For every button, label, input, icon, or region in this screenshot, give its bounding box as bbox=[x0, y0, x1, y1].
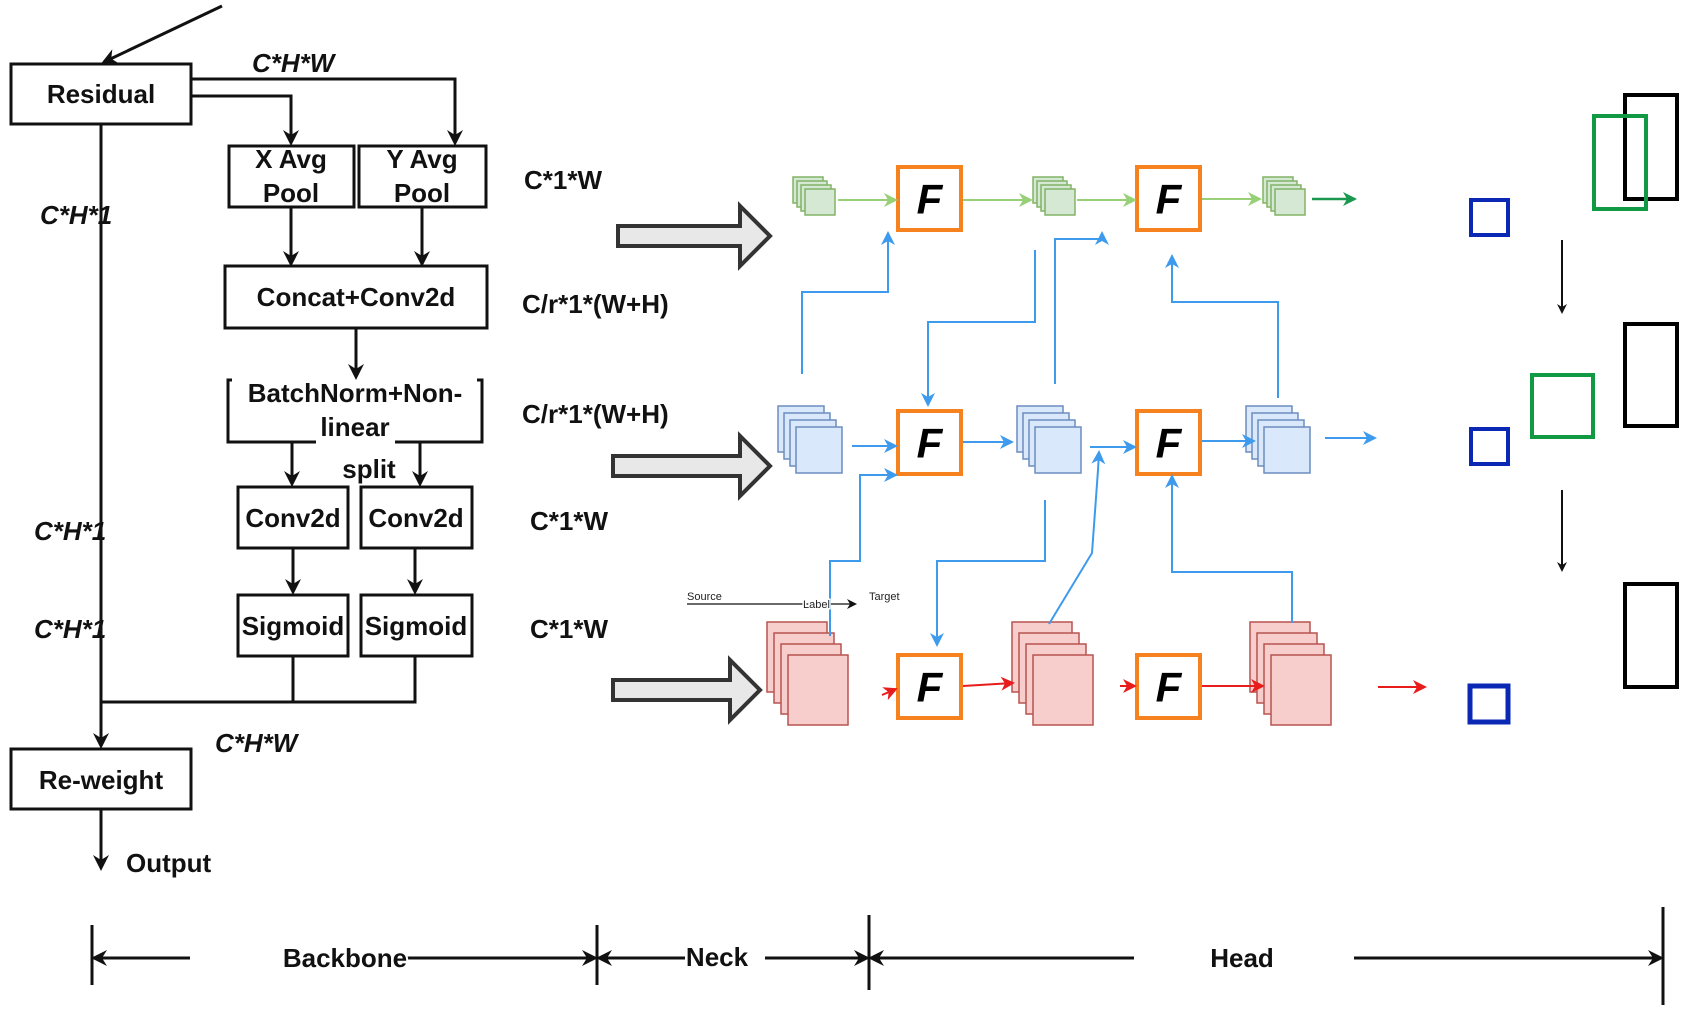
connector-mid-to-top-1 bbox=[801, 231, 895, 374]
connector-mid-to-top-2 bbox=[1054, 231, 1109, 384]
red-arrow-2 bbox=[962, 676, 1015, 691]
green-stack-2-sheet bbox=[1044, 188, 1076, 216]
red-arrow-1 bbox=[881, 687, 898, 701]
edge-legend: Source Label Target bbox=[687, 591, 900, 613]
fusion-block-r1-2-label: F bbox=[1156, 176, 1183, 223]
green-stack-3-sheet bbox=[1274, 188, 1306, 216]
dim-bn-out: C/r*1*(W+H) bbox=[522, 399, 669, 429]
dim-left-top: C*H*1 bbox=[40, 200, 112, 230]
dim-reweight-in: C*H*W bbox=[215, 728, 300, 758]
section-head-label: Head bbox=[1210, 943, 1274, 973]
conv2d-left-label: Conv2d bbox=[245, 503, 340, 533]
fusion-block-r1-2 bbox=[1135, 165, 1202, 232]
pred-box-2 bbox=[1530, 373, 1595, 439]
sigmoid-left-box bbox=[236, 593, 350, 658]
fusion-block-r3-2 bbox=[1135, 653, 1202, 720]
blue-stack-2-sheet bbox=[1034, 426, 1082, 474]
blue-stack-1-sheet bbox=[795, 426, 843, 474]
head-layer bbox=[1467, 93, 1679, 725]
anchor-box-small bbox=[1469, 198, 1510, 237]
concat-conv-label: Concat+Conv2d bbox=[257, 282, 456, 312]
sigmoid-merge-line bbox=[101, 656, 295, 704]
backbone-module bbox=[9, 4, 489, 871]
x-avg-pool-label-2: Pool bbox=[263, 178, 319, 208]
section-labels: Backbone Neck Head bbox=[281, 940, 1274, 975]
batchnorm-box bbox=[226, 378, 316, 444]
section-neck-label: Neck bbox=[686, 942, 749, 972]
output-label: Output bbox=[126, 848, 212, 878]
dim-left-mid: C*H*1 bbox=[34, 516, 106, 546]
input-arrow bbox=[101, 4, 223, 64]
residual-to-xpool-line bbox=[191, 94, 299, 146]
red-stack-3-sheet bbox=[1270, 654, 1332, 726]
y-avg-pool-label-2: Pool bbox=[394, 178, 450, 208]
anchor-box-large bbox=[1467, 683, 1511, 725]
dim-conv-out: C*1*W bbox=[530, 506, 608, 536]
gt-box-1 bbox=[1623, 93, 1679, 201]
blue-stack-3-sheet bbox=[1263, 426, 1311, 474]
sigmoid-merge-line-right bbox=[293, 656, 417, 704]
sigmoid-right-label: Sigmoid bbox=[365, 611, 468, 641]
dim-residual-out: C*H*W bbox=[252, 48, 337, 78]
gt-box-3 bbox=[1623, 582, 1679, 689]
dim-sigmoid-out: C*1*W bbox=[530, 614, 608, 644]
big-arrow-middle bbox=[611, 431, 773, 501]
backbone-labels: Residual X Avg Pool Y Avg Pool Concat+Co… bbox=[34, 48, 669, 878]
reweight-label: Re-weight bbox=[39, 765, 164, 795]
gt-box-2 bbox=[1623, 322, 1679, 428]
fusion-block-r3-1 bbox=[896, 653, 963, 720]
legend-label: Label bbox=[803, 599, 830, 611]
y-avg-pool-box bbox=[357, 144, 488, 209]
fusion-block-r3-1-label: F bbox=[917, 664, 944, 711]
big-arrow-bottom bbox=[611, 655, 763, 725]
connector-mid-to-top-3 bbox=[1165, 254, 1279, 398]
batchnorm-box-right bbox=[395, 378, 484, 444]
backbone-to-neck-arrows bbox=[611, 201, 773, 725]
legend-source: Source bbox=[687, 591, 722, 603]
big-arrow-top bbox=[616, 201, 773, 271]
residual-to-ypool-line bbox=[191, 77, 463, 146]
dim-left-low: C*H*1 bbox=[34, 614, 106, 644]
sigmoid-left-label: Sigmoid bbox=[242, 611, 345, 641]
anchor-box-medium bbox=[1469, 427, 1510, 466]
section-backbone-label: Backbone bbox=[283, 943, 407, 973]
batchnorm-label-1: BatchNorm+Non- bbox=[248, 378, 463, 408]
fusion-block-r2-2 bbox=[1135, 409, 1202, 476]
fusion-block-r3-2-label: F bbox=[1156, 664, 1183, 711]
section-ruler bbox=[90, 907, 1665, 1005]
dim-pool-out: C*1*W bbox=[524, 165, 602, 195]
green-stack-1-sheet bbox=[804, 188, 836, 216]
neck-layer: F F F F F F bbox=[766, 165, 1427, 726]
connector-top-to-mid-1 bbox=[921, 250, 1036, 407]
fusion-block-r1-1-label: F bbox=[917, 176, 944, 223]
fusion-block-r1-1 bbox=[896, 165, 963, 232]
batchnorm-label-2: linear bbox=[320, 412, 389, 442]
red-stack-1-sheet bbox=[787, 654, 849, 726]
connector-bot-to-mid-3 bbox=[1165, 474, 1293, 623]
pred-box-1 bbox=[1592, 114, 1648, 211]
dim-concat-out: C/r*1*(W+H) bbox=[522, 289, 669, 319]
legend-target: Target bbox=[869, 591, 900, 603]
fusion-block-r2-1-label: F bbox=[917, 420, 944, 467]
connector-bot-to-mid-2 bbox=[1048, 450, 1106, 625]
residual-label: Residual bbox=[47, 79, 155, 109]
x-avg-pool-label-1: X Avg bbox=[255, 144, 327, 174]
connector-mid-to-bot-1 bbox=[930, 500, 1046, 647]
connector-bot-to-mid-1 bbox=[829, 468, 898, 636]
split-label: split bbox=[342, 454, 396, 484]
sigmoid-right-box bbox=[359, 593, 474, 658]
red-stack-2-sheet bbox=[1032, 654, 1094, 726]
conv2d-right-box bbox=[359, 485, 474, 550]
reweight-box bbox=[9, 747, 193, 811]
fusion-block-r2-1 bbox=[896, 409, 963, 476]
y-avg-pool-label-1: Y Avg bbox=[386, 144, 457, 174]
conv2d-left-box bbox=[236, 485, 350, 550]
fusion-block-r2-2-label: F bbox=[1156, 420, 1183, 467]
conv2d-right-label: Conv2d bbox=[368, 503, 463, 533]
